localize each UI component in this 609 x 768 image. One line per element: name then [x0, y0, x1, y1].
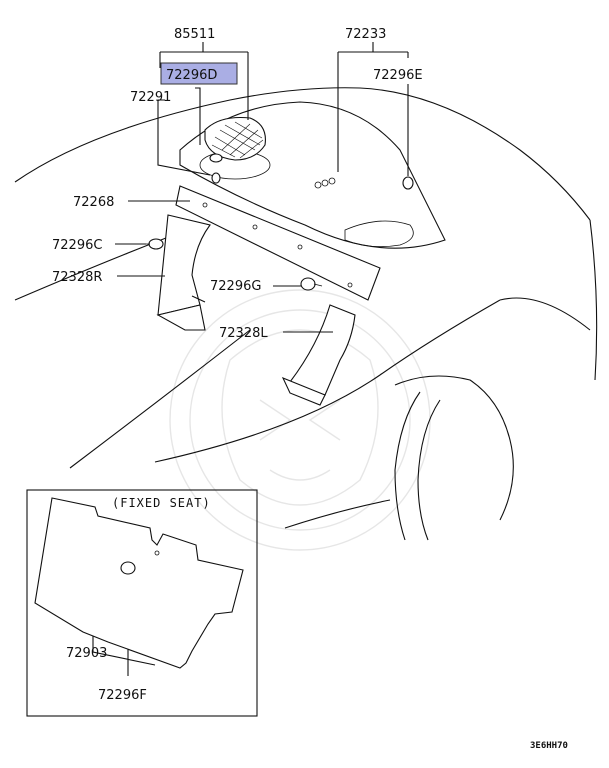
inset-title: (FIXED SEAT): [112, 496, 211, 510]
label-72296E: 72296E: [373, 68, 423, 83]
label-85511: 85511: [174, 27, 215, 42]
label-72328L: 72328L: [219, 326, 268, 341]
label-72296D: 72296D: [166, 68, 217, 83]
label-72296G: 72296G: [210, 279, 261, 294]
clip-72296E: [402, 176, 414, 190]
stop-lamp: [204, 116, 266, 184]
label-72296C: 72296C: [52, 238, 102, 253]
watermark-emblem: [169, 289, 431, 551]
highlight-box-72296D: [160, 62, 238, 85]
car-body-outline: [14, 87, 598, 541]
diagram-code: 3E6HH70: [530, 741, 568, 751]
label-72291: 72291: [130, 90, 171, 105]
label-72328R: 72328R: [52, 270, 102, 285]
label-72903: 72903: [66, 646, 107, 661]
label-72296F: 72296F: [98, 688, 147, 703]
clip-72296G: [300, 277, 323, 291]
leader-lines: [92, 42, 409, 676]
side-trim-72328R: [156, 214, 211, 331]
inset-fixed-seat: [26, 489, 258, 717]
trim-panel-72268: [175, 185, 381, 301]
label-72233: 72233: [345, 27, 386, 42]
label-72268: 72268: [73, 195, 114, 210]
side-trim-72328L: [281, 304, 356, 406]
